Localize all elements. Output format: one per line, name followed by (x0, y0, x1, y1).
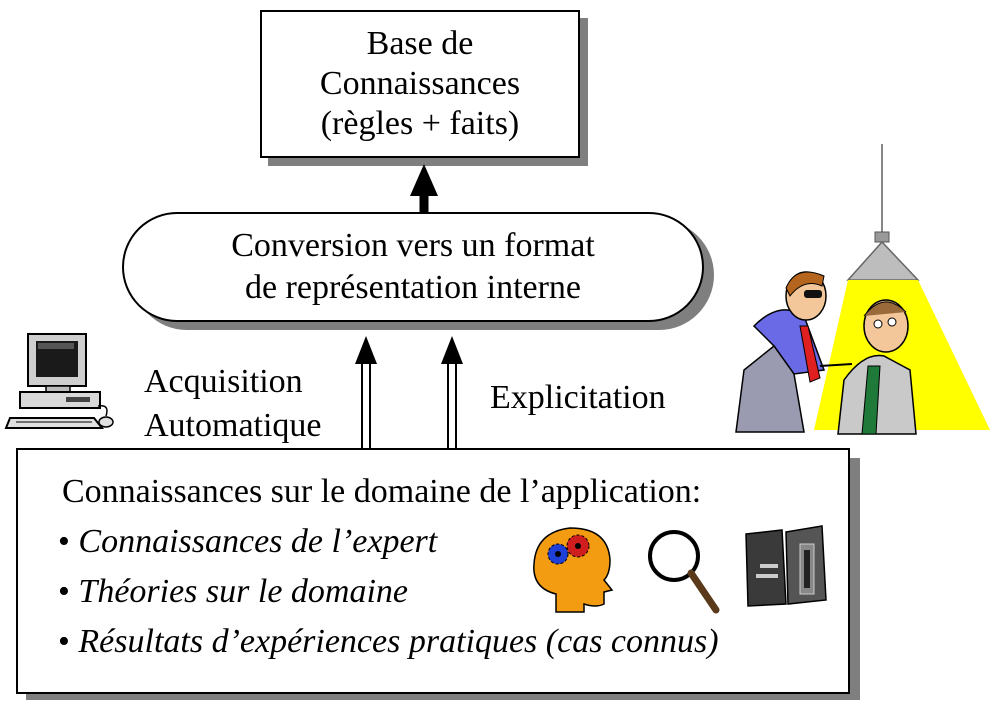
double-arrow-acquisition (355, 336, 377, 452)
kb-line-2: Connaissances (319, 65, 521, 102)
acquisition-label-line-2: Automatique (144, 407, 322, 444)
book-icon (745, 525, 827, 607)
domain-item-text: Théories sur le domaine (78, 573, 408, 610)
conversion-line-2: de représentation interne (244, 269, 582, 306)
knowledge-base-box: Base de Connaissances (règles + faits) (260, 10, 580, 158)
kb-line-3: (règles + faits) (320, 105, 520, 142)
domain-item: • Connaissances de l’expert (58, 522, 437, 562)
bullet-marker: • (58, 523, 70, 560)
kb-line-1: Base de (366, 25, 474, 62)
conversion-line-1: Conversion vers un format (231, 227, 595, 264)
domain-item-text: Connaissances de l’expert (78, 523, 438, 560)
head-gears-icon (533, 527, 614, 613)
interrogation-scene-icon (735, 144, 990, 435)
magnifier-icon (648, 530, 720, 614)
domain-item-text: Résultats d’expériences pratiques (cas c… (78, 623, 719, 660)
computer-icon (4, 333, 114, 429)
conversion-box: Conversion vers un format de représentat… (122, 212, 704, 322)
domain-item: • Théories sur le domaine (58, 572, 408, 612)
explicitation-label: Explicitation (490, 379, 666, 416)
bullet-marker: • (58, 573, 70, 610)
domain-item: • Résultats d’expériences pratiques (cas… (58, 622, 719, 662)
domain-knowledge-box: Connaissances sur le domaine de l’applic… (16, 448, 850, 694)
bullet-marker: • (58, 623, 70, 660)
double-arrow-explicitation (441, 336, 463, 452)
domain-title: Connaissances sur le domaine de l’applic… (62, 473, 702, 510)
acquisition-label-line-1: Acquisition (144, 363, 303, 400)
